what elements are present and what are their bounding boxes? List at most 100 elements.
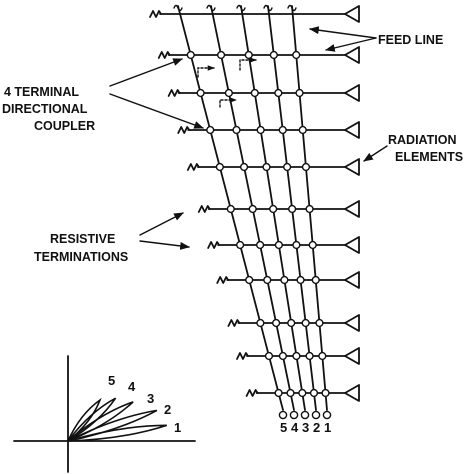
directional-coupler-node — [278, 125, 287, 135]
directional-coupler-node — [308, 240, 317, 250]
radiation-element — [344, 158, 360, 176]
directional-coupler-node — [215, 162, 224, 172]
input-port — [300, 410, 310, 420]
directional-coupler-node — [263, 275, 272, 285]
directional-coupler-node — [278, 351, 288, 361]
resistive-label-group: RESISTIVE TERMINATIONS — [34, 212, 190, 264]
directional-coupler-node — [245, 275, 254, 285]
radiation-element — [344, 384, 360, 402]
directional-coupler-node — [298, 125, 307, 135]
resistive-termination — [186, 163, 200, 171]
beam-number: 3 — [147, 391, 154, 406]
directional-coupler-node — [288, 204, 297, 214]
directional-coupler-node — [305, 204, 314, 214]
directional-coupler-node — [274, 88, 283, 98]
directional-coupler-node — [287, 318, 296, 328]
directional-coupler-node — [305, 351, 314, 361]
directional-coupler-node — [216, 50, 226, 60]
port-number: 2 — [313, 420, 320, 435]
directional-coupler-node — [280, 275, 289, 285]
coupling-arrow — [239, 57, 257, 71]
resistive-termination — [197, 205, 211, 213]
directional-coupler-node — [286, 388, 295, 398]
input-port — [289, 410, 299, 420]
directional-coupler-node — [321, 388, 330, 398]
resistive-termination — [177, 126, 191, 134]
directional-coupler-node — [269, 50, 278, 60]
resistive-termination — [245, 389, 259, 397]
input-port — [311, 410, 321, 420]
radiation-element — [344, 271, 360, 289]
directional-coupler-node — [292, 240, 301, 250]
directional-coupler-node — [232, 125, 241, 135]
feed-line-label: FEED LINE — [378, 33, 443, 47]
directional-coupler-node — [292, 351, 301, 361]
directional-coupler-node — [239, 162, 249, 172]
resistive-termination — [149, 10, 162, 18]
directional-coupler-node — [250, 88, 259, 98]
radiation-element — [344, 5, 360, 23]
feed-line-termination — [287, 4, 297, 12]
beam-lobes — [67, 397, 168, 442]
resistive-termination — [167, 89, 181, 97]
port-number: 1 — [324, 420, 331, 435]
directional-coupler-node — [311, 275, 320, 285]
directional-coupler-node — [224, 88, 233, 98]
coupler-network — [149, 4, 360, 420]
directional-coupler-node — [236, 240, 245, 250]
feed-line-termination — [206, 4, 216, 12]
radiation-label-line1: RADIATION — [388, 133, 457, 147]
directional-coupler-node — [295, 88, 304, 98]
directional-coupler-node — [269, 204, 278, 214]
port-number: 5 — [280, 420, 287, 435]
resistive-label-line2: TERMINATIONS — [34, 250, 128, 264]
directional-coupler-node — [296, 275, 305, 285]
radiation-element — [344, 347, 360, 365]
radiation-element — [344, 84, 360, 102]
directional-coupler-node — [206, 125, 215, 135]
beam-lobe — [67, 424, 168, 442]
directional-coupler-node — [301, 318, 310, 328]
port-number: 4 — [291, 420, 299, 435]
directional-coupler-node — [274, 240, 283, 250]
coupler-label-line2: DIRECTIONAL — [2, 102, 88, 116]
beam-number: 1 — [174, 420, 181, 435]
resistive-termination — [227, 319, 241, 327]
beam-lobe — [67, 397, 102, 442]
feed-line-termination — [173, 4, 183, 12]
input-port — [322, 410, 332, 420]
directional-coupler-node — [226, 204, 235, 214]
resistive-termination — [236, 352, 249, 360]
directional-coupler-node — [264, 351, 274, 361]
beam-number: 4 — [128, 379, 136, 394]
directional-coupler-node — [274, 388, 283, 398]
resistive-termination — [207, 241, 221, 249]
port-number-row: 5 4 3 2 1 — [280, 420, 331, 435]
coupler-label-group: 4 TERMINAL DIRECTIONAL COUPLER — [2, 58, 204, 133]
directional-coupler-node — [256, 318, 265, 328]
beam-number: 2 — [164, 402, 171, 417]
resistive-termination — [157, 51, 171, 59]
radiation-element — [344, 46, 360, 64]
port-number: 3 — [302, 420, 309, 435]
input-port — [278, 410, 288, 420]
directional-coupler-node — [262, 162, 271, 172]
feed-line-label-group: FEED LINE — [309, 26, 443, 52]
directional-coupler-node — [256, 125, 265, 135]
directional-coupler-node — [272, 318, 281, 328]
directional-coupler-node — [186, 50, 195, 60]
directional-coupler-node — [292, 50, 301, 60]
beam-pattern-inset: 5 4 3 2 1 — [13, 355, 196, 473]
directional-coupler-node — [196, 88, 205, 98]
radiation-label-line2: ELEMENTS — [395, 150, 463, 164]
feed-line-termination — [263, 4, 273, 12]
radiation-element — [344, 314, 360, 332]
directional-coupler-node — [256, 240, 265, 250]
directional-coupler-node — [315, 318, 324, 328]
radiation-element — [344, 121, 360, 139]
radiation-element — [344, 200, 360, 218]
beam-lobe — [67, 397, 117, 442]
coupler-label-line1: 4 TERMINAL — [4, 85, 79, 99]
directional-coupler-node — [244, 50, 253, 60]
